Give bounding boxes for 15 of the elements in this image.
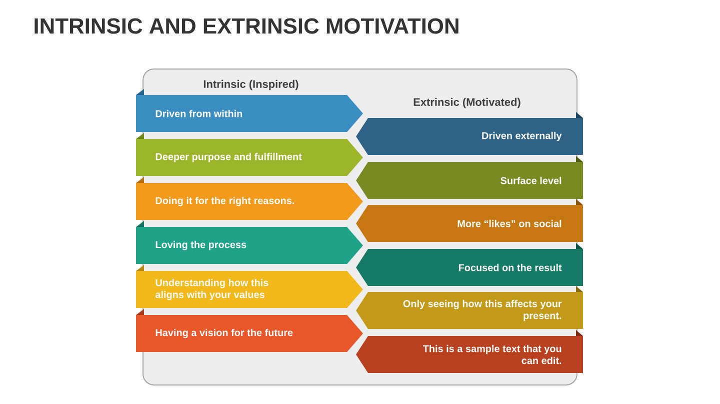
arrow-band: Having a vision for the future (136, 309, 363, 352)
arrow-band: Only seeing how this affects your present. (356, 286, 583, 329)
arrow-band: Understanding how this aligns with your values (136, 265, 363, 308)
arrow-band: Driven externally (356, 112, 583, 155)
title: INTRINSIC AND EXTRINSIC MOTIVATION (34, 18, 458, 34)
arrow-band: Deeper purpose and fulfillment (136, 133, 363, 176)
column-heading: Intrinsic (Inspired) (204, 80, 298, 90)
arrow-band: Loving the process (136, 221, 363, 264)
arrow-band: This is a sample text that you can edit. (356, 330, 583, 373)
arrow-band: Surface level (356, 156, 583, 199)
arrow-band: Driven from within (136, 89, 363, 132)
arrow-band: Focused on the result (356, 243, 583, 286)
arrow-band: More “likes” on social (356, 199, 583, 242)
column-heading: Extrinsic (Motivated) (414, 98, 520, 108)
arrow-band: Doing it for the right reasons. (136, 177, 363, 220)
